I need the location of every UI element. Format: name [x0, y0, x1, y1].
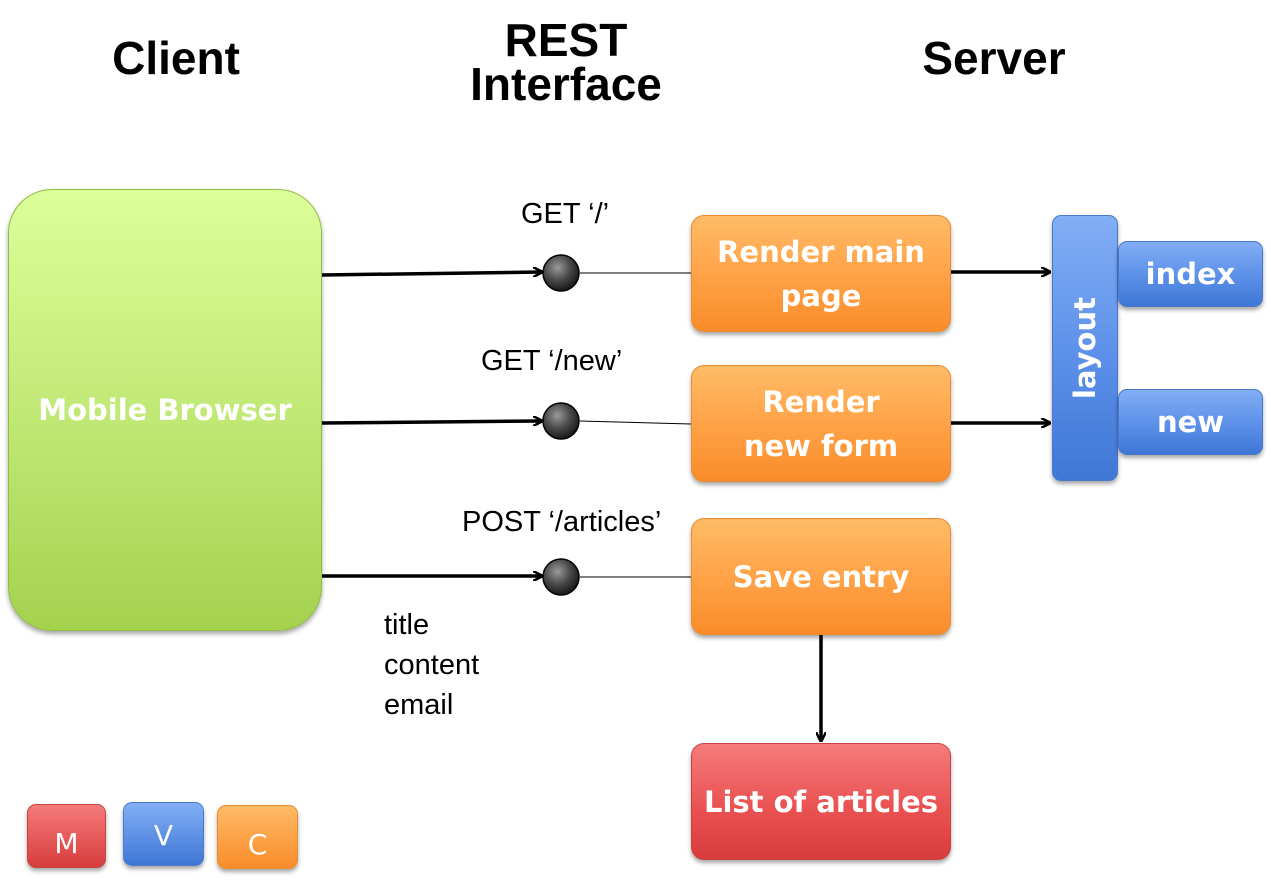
mobile-browser-box: Mobile Browser — [8, 189, 322, 631]
request-label-get-root: GET ‘/’ — [521, 198, 610, 230]
request-label-post-articles: POST ‘/articles’ — [462, 506, 662, 538]
param-content: content — [384, 649, 480, 681]
view-index-label: index — [1145, 257, 1236, 291]
post-params-list: title content email — [384, 605, 479, 725]
request-link-get-new — [579, 420, 692, 425]
request-arrow-get-root — [321, 272, 541, 275]
mobile-browser-label: Mobile Browser — [38, 393, 292, 427]
view-new-label: new — [1156, 405, 1225, 439]
view-new: new — [1118, 389, 1263, 455]
legend-model-label: M — [54, 827, 79, 860]
view-layout-label: layout — [1068, 297, 1103, 399]
rest-interface-heading: REST Interface — [440, 14, 692, 110]
param-email: email — [384, 689, 454, 721]
client-heading: Client — [112, 32, 240, 84]
controller-save-entry-label: Save entry — [732, 559, 910, 594]
legend-controller: C — [217, 805, 298, 869]
rest-heading-line1: REST — [504, 14, 628, 66]
legend-view: V — [123, 802, 204, 866]
endpoint-node-post-articles — [542, 558, 580, 596]
view-layout: layout — [1052, 215, 1118, 481]
controller-render-new-form: Render new form — [691, 365, 951, 482]
legend-model: M — [27, 804, 106, 868]
legend-controller-label: C — [247, 828, 268, 861]
endpoint-node-get-new — [542, 402, 580, 440]
server-heading: Server — [922, 32, 1066, 84]
model-list-of-articles-label: List of articles — [703, 784, 938, 819]
controller-render-main-page-label: Render main page — [717, 234, 925, 313]
model-list-of-articles: List of articles — [691, 743, 951, 860]
controller-render-new-form-label: Render new form — [743, 384, 899, 463]
controller-save-entry: Save entry — [691, 518, 951, 635]
view-index: index — [1118, 241, 1263, 307]
param-title: title — [384, 609, 430, 641]
endpoint-node-get-root — [542, 254, 580, 292]
request-label-get-new: GET ‘/new’ — [481, 345, 623, 377]
controller-render-main-page: Render main page — [691, 215, 951, 332]
rest-heading-line2: Interface — [470, 58, 662, 110]
legend-view-label: V — [153, 819, 174, 852]
request-arrow-get-new — [321, 421, 541, 423]
